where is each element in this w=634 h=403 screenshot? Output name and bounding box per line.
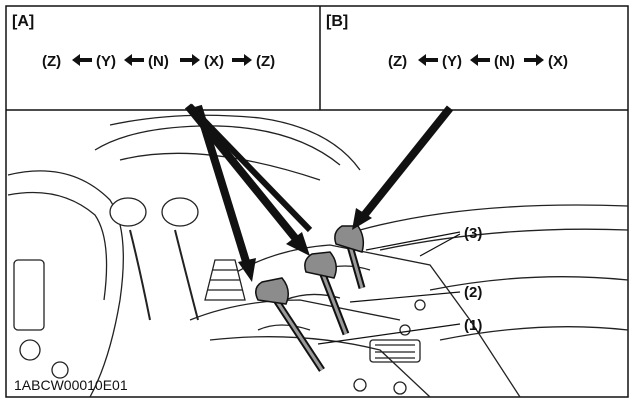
panel-a-pos-1: (Y)	[96, 53, 116, 70]
panel-a-pos-0: (Z)	[42, 53, 61, 70]
pointer-a-to-lever-1	[194, 104, 252, 270]
figure-code: 1ABCW00010E01	[14, 377, 128, 393]
panel-b-label: [B]	[326, 13, 348, 30]
arrow-right-icon	[180, 54, 200, 66]
pointer-arrows	[184, 103, 454, 282]
pointer-a-to-lever-x	[187, 103, 313, 233]
panel-b-pos-2: (N)	[494, 53, 515, 70]
panel-b-arrows	[418, 54, 544, 66]
panel-b: [B] (Z) (Y) (N) (X)	[326, 13, 568, 70]
callout-3: (3)	[464, 225, 482, 242]
lever-2-knob	[304, 251, 337, 279]
panel-a-label: [A]	[12, 13, 34, 30]
panel-b-pos-1: (Y)	[442, 53, 462, 70]
lever-2	[304, 251, 350, 336]
callout-leaders	[317, 231, 461, 345]
panel-b-pos-3: (X)	[548, 53, 568, 70]
panel-a-pos-2: (N)	[148, 53, 169, 70]
header-panels	[6, 6, 628, 111]
arrow-left-icon	[124, 54, 144, 66]
panel-a: [A] (Z) (Y) (N) (X) (Z)	[12, 13, 275, 70]
console-illustration	[7, 114, 629, 398]
callout-2: (2)	[464, 284, 482, 301]
arrow-left-icon	[418, 54, 438, 66]
figure-border	[5, 5, 629, 398]
arrow-left-icon	[72, 54, 92, 66]
arrow-right-icon	[524, 54, 544, 66]
arrow-right-icon	[232, 54, 252, 66]
panel-b-pos-0: (Z)	[388, 53, 407, 70]
lever-1-knob	[255, 277, 289, 305]
arrow-left-icon	[470, 54, 490, 66]
panel-a-pos-3: (X)	[204, 53, 224, 70]
panel-a-arrows	[72, 54, 252, 66]
panel-a-pos-4: (Z)	[256, 53, 275, 70]
callout-1: (1)	[464, 317, 482, 334]
lever-1	[255, 277, 325, 372]
pointer-b-to-lever-3	[358, 105, 454, 221]
